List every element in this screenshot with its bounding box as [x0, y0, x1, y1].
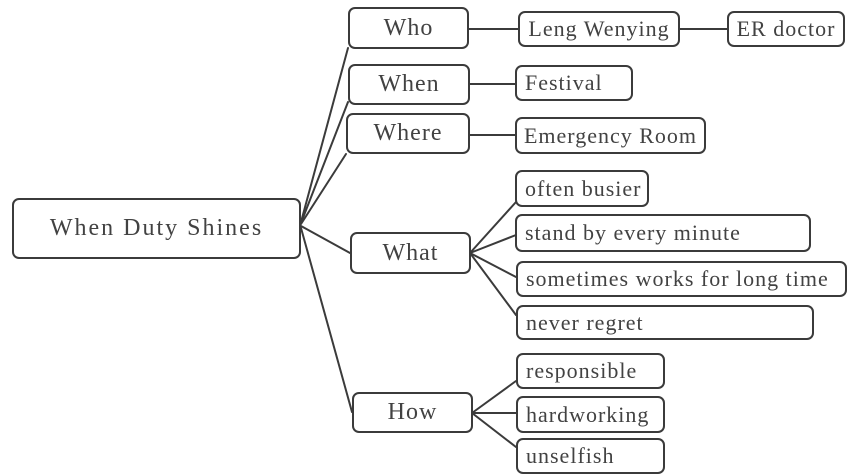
leaf-node-responsible: responsible — [516, 353, 665, 389]
branch-node-how: How — [352, 392, 473, 433]
connector-how-responsible — [471, 380, 517, 414]
connector-how-unselfish — [471, 412, 517, 448]
leaf-node-sometimes-works-for-long-time: sometimes works for long time — [516, 261, 847, 297]
branch-node-where: Where — [346, 113, 470, 154]
leaf-node-er-doctor: ER doctor — [727, 11, 845, 47]
connector-root-who — [300, 47, 349, 223]
branch-node-who: Who — [348, 7, 469, 49]
connector-root-how — [300, 227, 353, 413]
leaf-node-leng-wenying: Leng Wenying — [518, 11, 680, 47]
connector-what-sometimes — [469, 252, 517, 278]
connector-root-when — [300, 101, 349, 224]
branch-node-what: What — [350, 232, 471, 274]
connector-what-never — [469, 252, 517, 316]
connector-root-what — [300, 225, 351, 254]
connector-what-often — [469, 201, 517, 254]
leaf-node-festival: Festival — [515, 65, 633, 101]
connector-root-where — [300, 153, 347, 225]
leaf-node-never-regret: never regret — [516, 305, 814, 340]
root-node-when-duty-shines: When Duty Shines — [12, 198, 301, 259]
leaf-node-unselfish: unselfish — [516, 438, 665, 474]
leaf-node-hardworking: hardworking — [516, 396, 665, 433]
leaf-node-stand-by-every-minute: stand by every minute — [515, 214, 811, 252]
branch-node-when: When — [348, 64, 470, 105]
leaf-node-often-busier: often busier — [515, 170, 649, 207]
leaf-node-emergency-room: Emergency Room — [515, 117, 706, 154]
connector-what-stand — [469, 234, 517, 254]
